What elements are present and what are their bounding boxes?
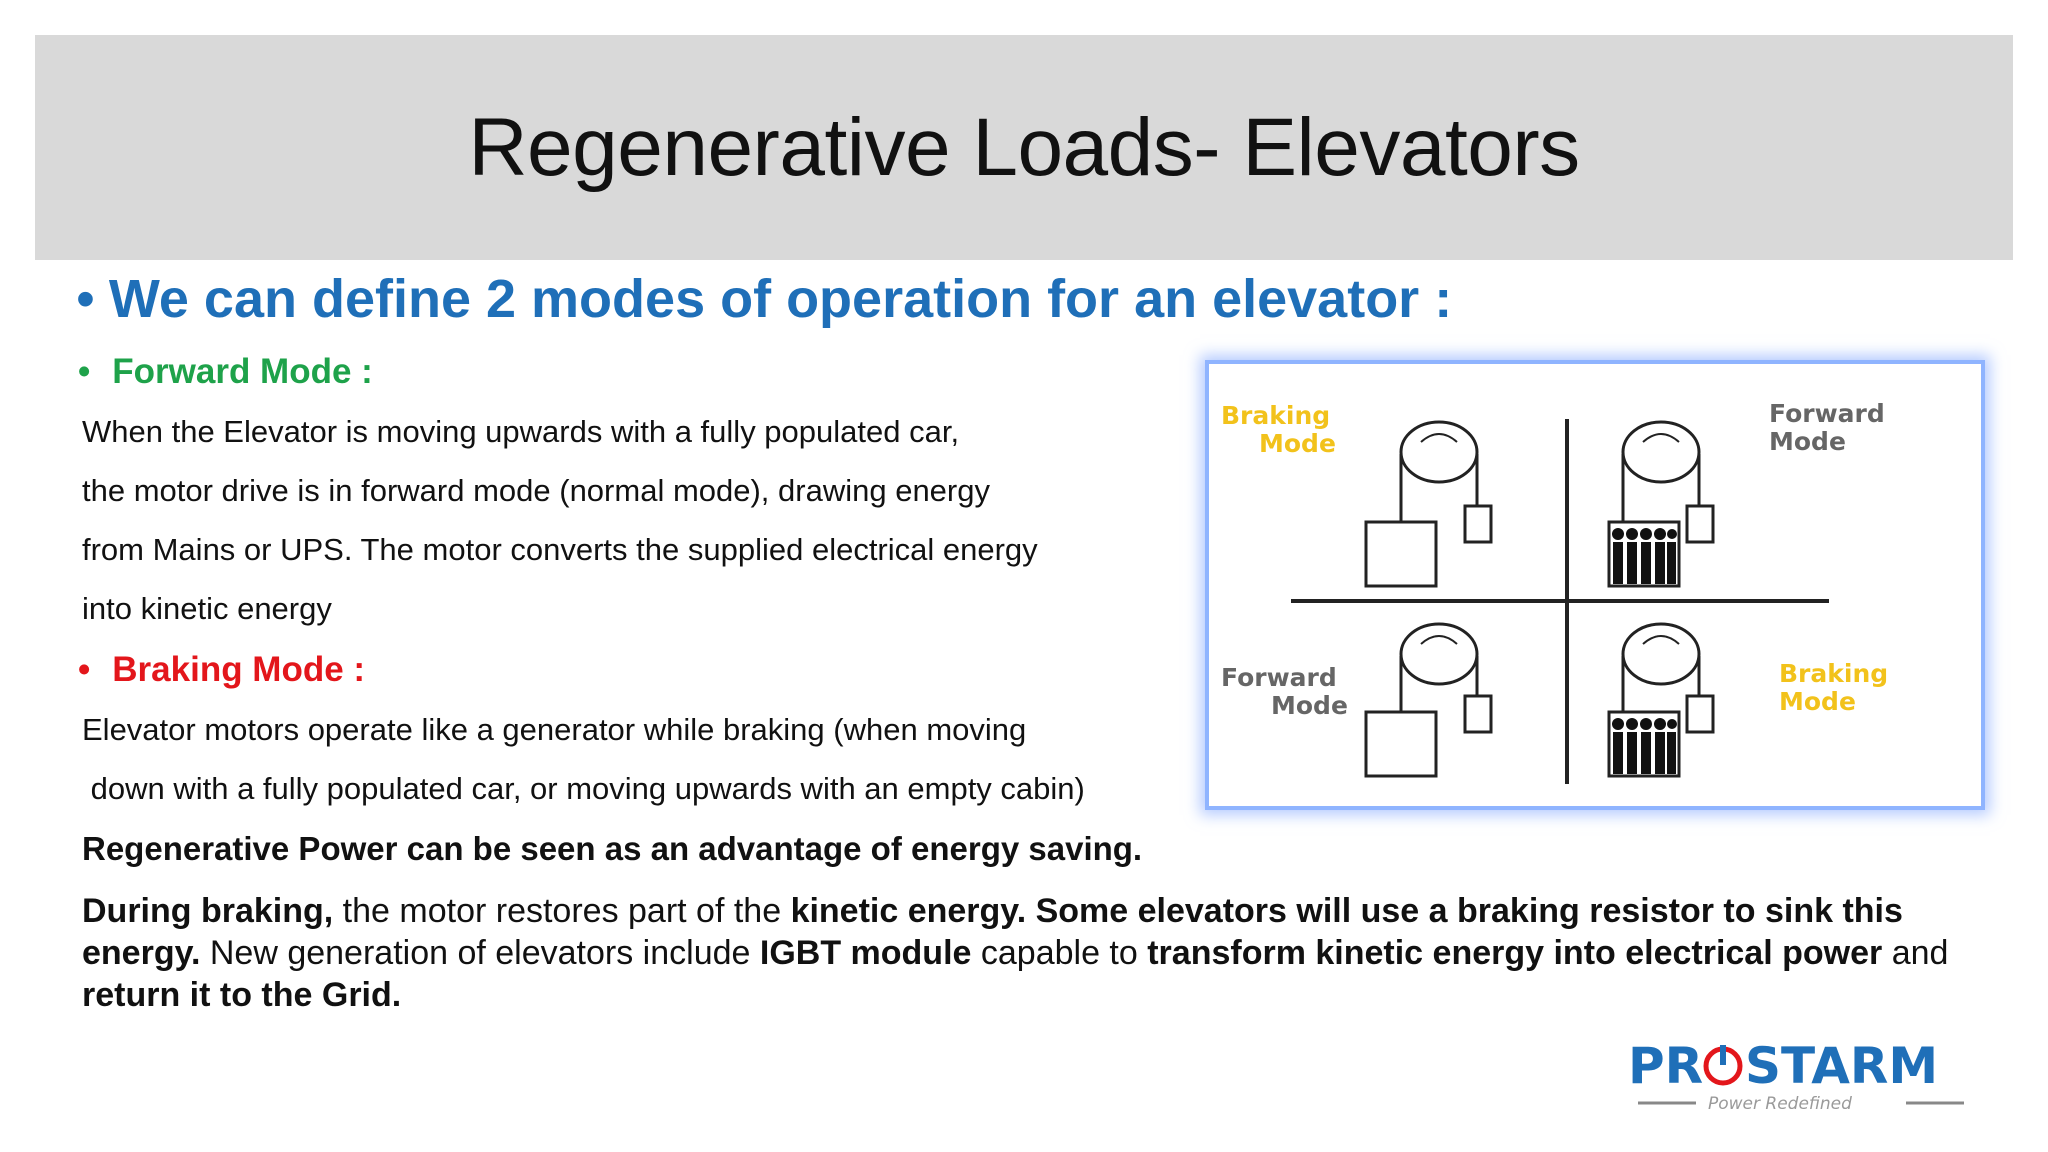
label-top-left-2: Mode — [1259, 429, 1336, 458]
logo-tagline: Power Redefined — [1708, 1094, 1852, 1114]
main-bullet-text: We can define 2 modes of operation for a… — [108, 269, 1453, 329]
prostarm-logo: PR STARM Power Redefined — [1628, 1035, 1988, 1115]
forward-mode-heading-text: Forward Mode : — [112, 352, 373, 391]
para-bold-4: transform kinetic energy into electrical… — [1147, 934, 1883, 972]
label-bottom-left-2: Mode — [1271, 691, 1348, 720]
forward-line-2: the motor drive is in forward mode (norm… — [82, 473, 990, 508]
advantage-statement: Regenerative Power can be seen as an adv… — [82, 830, 1143, 867]
para-text-3: capable to — [971, 934, 1148, 972]
main-bullet: •We can define 2 modes of operation for … — [76, 268, 1452, 330]
para-bold-3: IGBT module — [759, 934, 972, 972]
para-text-4: and — [1882, 934, 1949, 972]
braking-mode-heading-text: Braking Mode : — [112, 650, 366, 689]
para-bold-2: kinetic energy. Some elevators will use … — [82, 892, 1903, 972]
elevator-unit-bottom-right — [1607, 622, 1715, 778]
para-text-1: the motor restores part of the — [333, 892, 791, 930]
label-top-right-1: Forward — [1769, 399, 1885, 428]
braking-paragraph: During braking, the motor restores part … — [82, 890, 1962, 1016]
elevator-modes-figure: Braking Mode Forward Mode Forward Mode B… — [1205, 360, 1985, 810]
bullet-dot: • — [76, 269, 95, 329]
logo-text-left: PR — [1628, 1037, 1703, 1095]
prostarm-logo-graphic: PR STARM Power Redefined — [1628, 1037, 1964, 1114]
forward-line-1: When the Elevator is moving upwards with… — [82, 414, 960, 449]
bullet-dot: • — [78, 650, 91, 689]
bullet-dot: • — [78, 352, 91, 391]
label-bottom-right-2: Mode — [1779, 687, 1856, 716]
elevator-unit-top-right — [1607, 420, 1715, 588]
label-top-left-1: Braking — [1221, 401, 1330, 430]
elevator-modes-diagram: Braking Mode Forward Mode Forward Mode B… — [1221, 399, 1888, 784]
forward-line-3: from Mains or UPS. The motor converts th… — [82, 532, 1038, 567]
logo-text-right: STARM — [1745, 1037, 1938, 1095]
power-icon — [1703, 1045, 1743, 1086]
para-bold-1: During braking, — [82, 892, 334, 930]
forward-line-4: into kinetic energy — [82, 591, 332, 626]
elevator-unit-bottom-left — [1364, 622, 1493, 778]
para-bold-5: return it to the Grid. — [82, 976, 402, 1014]
braking-line-1: Elevator motors operate like a generator… — [82, 712, 1027, 747]
label-bottom-right-1: Braking — [1779, 659, 1888, 688]
label-bottom-left-1: Forward — [1221, 663, 1337, 692]
title-band: Regenerative Loads- Elevators — [35, 35, 2013, 260]
braking-mode-heading: • Braking Mode : — [78, 650, 365, 690]
slide-title: Regenerative Loads- Elevators — [468, 101, 1580, 193]
braking-line-2: down with a fully populated car, or movi… — [82, 771, 1085, 806]
para-text-2: New generation of elevators include — [200, 934, 760, 972]
forward-mode-heading: • Forward Mode : — [78, 352, 373, 392]
label-top-right-2: Mode — [1769, 427, 1846, 456]
elevator-unit-top-left — [1364, 420, 1493, 588]
